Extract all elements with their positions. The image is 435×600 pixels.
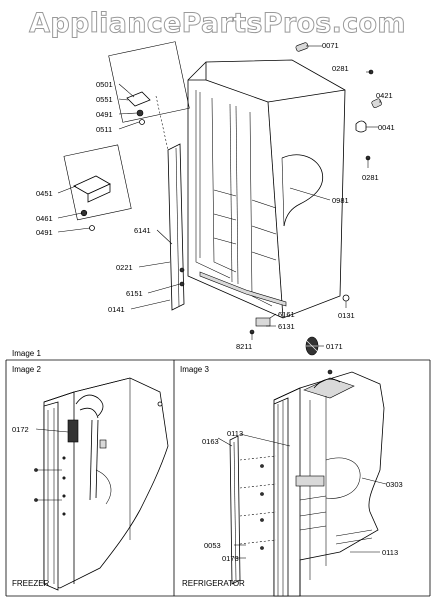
- image3-refrigerator: [217, 369, 387, 597]
- freezer-label: FREEZER: [12, 579, 50, 588]
- label-6141: 6141: [134, 226, 151, 235]
- label-0491-upper: 0491: [96, 110, 113, 119]
- label-0451: 0451: [36, 189, 53, 198]
- label-0171: 0171: [326, 342, 343, 351]
- label-0173: 0173: [222, 554, 239, 563]
- label-0141: 0141: [108, 305, 125, 314]
- refrigerator-label: REFRIGERATOR: [182, 579, 245, 588]
- label-0421: 0421: [376, 91, 393, 100]
- label-0172: 0172: [12, 425, 29, 434]
- watermark: AppliancePartsPros.com: [29, 8, 406, 40]
- label-0981: 0981: [332, 196, 349, 205]
- label-0491-lower: 0491: [36, 228, 53, 237]
- label-0163: 0163: [202, 437, 219, 446]
- image2-caption: Image 2: [12, 365, 41, 374]
- label-0113-upper: 0113: [227, 429, 243, 438]
- label-0511: 0511: [96, 125, 112, 134]
- label-6151: 6151: [126, 289, 143, 298]
- label-6131: 6131: [278, 322, 295, 331]
- label-0551: 0551: [96, 95, 113, 104]
- label-0221: 0221: [116, 263, 133, 272]
- image1-cabinet: [57, 41, 382, 356]
- label-0113-lower: 0113: [382, 548, 398, 557]
- label-0303: 0303: [386, 480, 403, 489]
- image3-caption: Image 3: [180, 365, 209, 374]
- label-0461: 0461: [36, 214, 53, 223]
- label-0071: 0071: [322, 41, 339, 50]
- label-8211: 8211: [236, 342, 252, 351]
- image1-caption: Image 1: [12, 349, 41, 358]
- label-0131: 0131: [338, 311, 355, 320]
- label-0281-top: 0281: [332, 64, 349, 73]
- label-0041: 0041: [378, 123, 395, 132]
- label-0281-side: 0281: [362, 173, 379, 182]
- image2-freezer: [34, 377, 169, 591]
- label-6161: 6161: [278, 310, 295, 319]
- label-0501: 0501: [96, 80, 113, 89]
- label-0053: 0053: [204, 541, 221, 550]
